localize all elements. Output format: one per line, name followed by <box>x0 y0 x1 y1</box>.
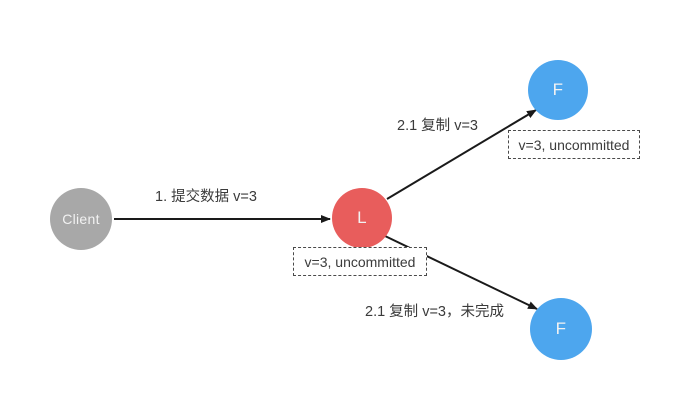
node-follower-top[interactable]: F <box>528 60 588 120</box>
node-follower-bottom[interactable]: F <box>530 298 592 360</box>
state-box-leader: v=3, uncommitted <box>293 247 427 276</box>
state-box-follower-top-text: v=3, uncommitted <box>518 136 630 153</box>
node-leader-label: L <box>357 208 367 227</box>
node-follower-bottom-label: F <box>555 319 567 338</box>
edge-label-leader-to-follower-bottom: 2.1 复制 v=3，未完成 <box>365 304 504 320</box>
node-leader[interactable]: L <box>332 188 392 248</box>
node-client[interactable]: Client <box>50 188 112 250</box>
edge-label-leader-to-follower-top: 2.1 复制 v=3 <box>397 118 478 134</box>
node-client-label: Client <box>62 211 100 227</box>
state-box-follower-top: v=3, uncommitted <box>508 130 640 159</box>
edge-label-client-to-leader: 1. 提交数据 v=3 <box>155 189 257 205</box>
edge-leader-to-follower-top <box>386 109 537 200</box>
node-follower-top-label: F <box>552 80 564 99</box>
state-box-leader-text: v=3, uncommitted <box>304 253 416 270</box>
